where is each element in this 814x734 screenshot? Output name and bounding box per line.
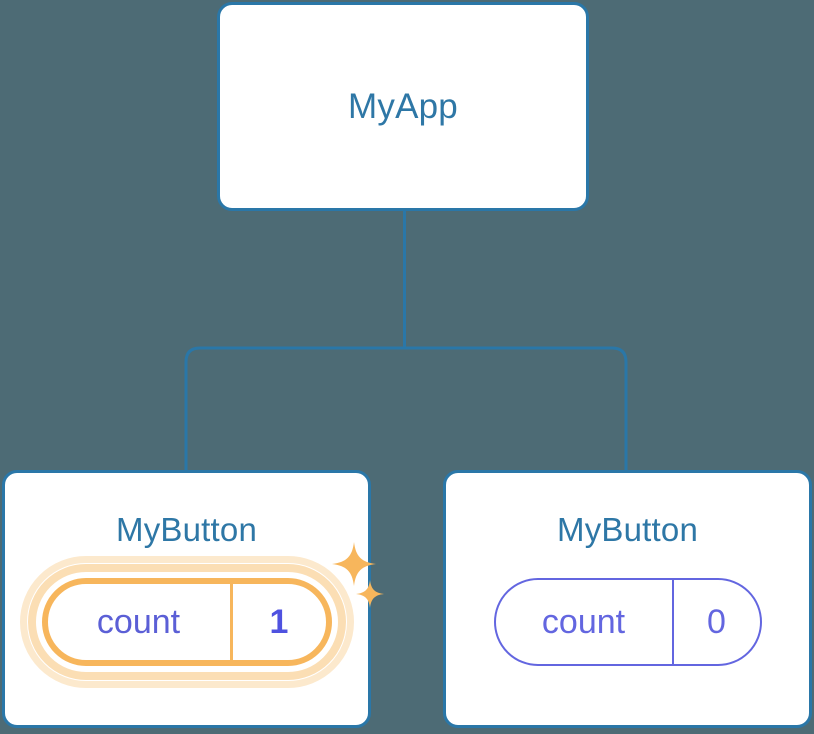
sparkle-group bbox=[326, 542, 390, 638]
sparkle-large-icon bbox=[331, 542, 376, 586]
edge-to-right-child bbox=[404, 346, 628, 470]
state-pill-left-key: count bbox=[48, 584, 233, 660]
state-pill-left-value: 1 bbox=[269, 603, 289, 641]
edge-to-left-child bbox=[184, 346, 405, 470]
sparkle-small-icon bbox=[355, 580, 384, 608]
state-pill-right-value: 0 bbox=[707, 603, 726, 641]
pill-glow-outer bbox=[19, 556, 354, 688]
pill-glow-inner bbox=[27, 564, 346, 680]
state-pill-left[interactable]: count 1 bbox=[41, 578, 332, 666]
node-mybutton-right-label: MyButton bbox=[557, 511, 698, 548]
node-myapp[interactable]: MyApp bbox=[217, 2, 589, 211]
node-myapp-label: MyApp bbox=[348, 87, 458, 126]
node-mybutton-right[interactable]: MyButton count 0 bbox=[443, 470, 812, 728]
state-pill-right[interactable]: count 0 bbox=[493, 578, 762, 666]
state-pill-right-key: count bbox=[496, 580, 674, 664]
node-mybutton-left[interactable]: MyButton count 1 bbox=[2, 470, 384, 728]
state-pill-left-wrapper: count 1 bbox=[19, 542, 384, 688]
node-mybutton-left-label: MyButton bbox=[116, 511, 257, 548]
state-pill-right-wrapper: count 0 bbox=[493, 578, 762, 666]
